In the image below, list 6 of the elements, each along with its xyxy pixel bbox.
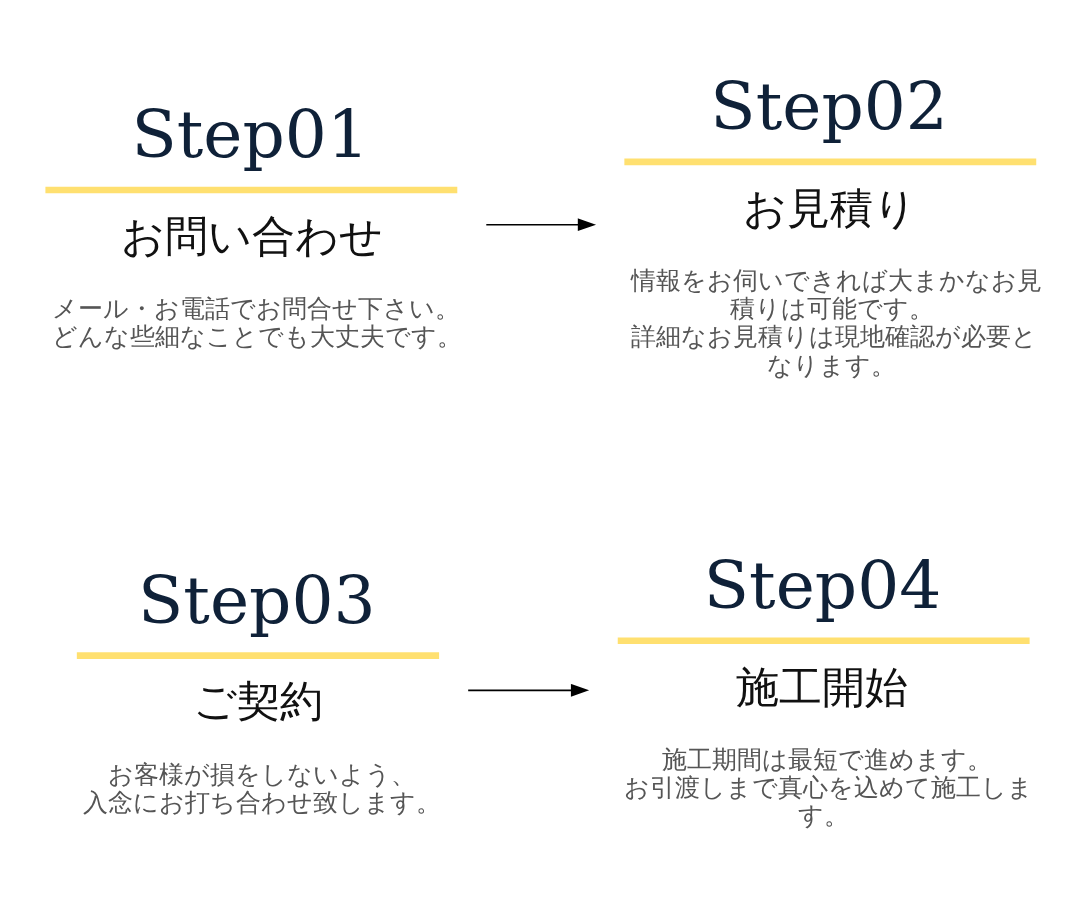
node-text: Step03 ご契約 お客様が損をしないよう、入念にお打ち合わせ致します。: [83, 561, 442, 817]
node-text: Step02 お見積り 情報をお伺いできれば大まかなお見積りは可能です。詳細なお見積りは現地確認が必要となります。: [630, 67, 1042, 380]
arrow: [485, 217, 597, 231]
arrow: [467, 683, 590, 697]
node-text: Step01 お問い合わせ メール・お電話でお問合せ下さい。どんな些細なことでも大丈夫です。: [52, 95, 463, 351]
node-text: Step04 施工開始 施工期間は最短で進めます。お引渡しまで真心を込めて施工します。: [624, 546, 1034, 830]
